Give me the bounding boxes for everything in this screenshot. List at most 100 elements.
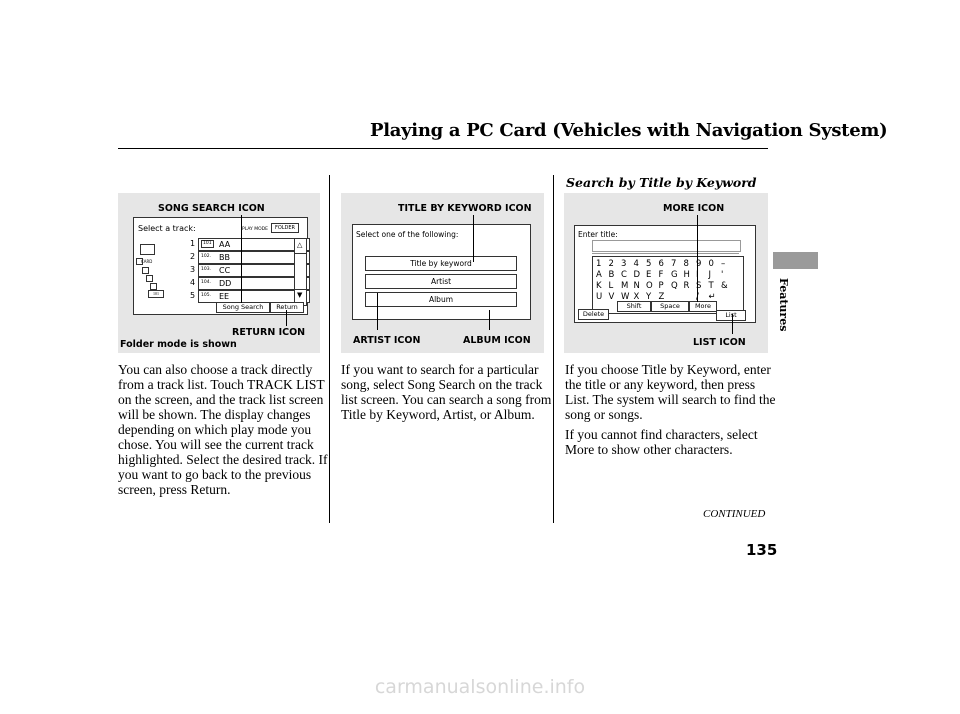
key-o[interactable]: O xyxy=(646,281,653,291)
key-h[interactable]: H xyxy=(683,270,690,280)
key-m[interactable]: M xyxy=(621,281,629,291)
key-k[interactable]: K xyxy=(596,281,602,291)
track-code: 102. xyxy=(201,254,212,259)
key-u[interactable]: U xyxy=(596,292,603,302)
keyword-entry-screen: Enter title: 1234567890–ABCDEFGHIJ'KLMNO… xyxy=(574,225,756,323)
key-t[interactable]: T xyxy=(708,281,714,291)
key-g[interactable]: G xyxy=(671,270,678,280)
song-search-screen: Select one of the following: Title by ke… xyxy=(352,224,531,320)
list-icon-label: LIST ICON xyxy=(693,337,746,348)
song-search-icon-label: SONG SEARCH ICON xyxy=(158,203,265,214)
folder-button[interactable]: FOLDER xyxy=(271,223,299,233)
title-keyword-leader xyxy=(473,215,474,262)
track-name: DD xyxy=(219,279,232,288)
folder-icon xyxy=(140,244,155,255)
key-symbol[interactable]: & xyxy=(721,281,728,291)
key-d[interactable]: D xyxy=(633,270,641,280)
return-button[interactable]: Return xyxy=(270,302,304,313)
track-name: EE xyxy=(219,292,230,301)
title-by-keyword-icon-label: TITLE BY KEYWORD ICON xyxy=(398,203,532,214)
key-3[interactable]: 3 xyxy=(621,259,627,269)
scrollbar[interactable]: △ ▼ xyxy=(294,238,307,306)
album-icon-label: ALBUM ICON xyxy=(463,335,531,346)
folder-101-icon: 101 xyxy=(148,290,164,298)
track-number: 5 xyxy=(190,291,196,300)
more-button[interactable]: More xyxy=(689,301,717,312)
key-0[interactable]: 0 xyxy=(708,259,714,269)
scroll-up-icon[interactable]: △ xyxy=(297,241,303,249)
track-number: 3 xyxy=(190,265,196,274)
key-p[interactable]: P xyxy=(658,281,664,291)
section-tab-label: Features xyxy=(776,278,790,348)
key-symbol[interactable]: – xyxy=(721,259,726,269)
key-w[interactable]: W xyxy=(621,292,630,302)
figure-track-list: SONG SEARCH ICON Select a track: PLAY MO… xyxy=(118,193,320,353)
album-button[interactable]: Album xyxy=(365,292,517,307)
key-n[interactable]: N xyxy=(633,281,640,291)
key-7[interactable]: 7 xyxy=(671,259,677,269)
track-code: 105. xyxy=(201,293,212,298)
key-e[interactable]: E xyxy=(646,270,652,280)
title-input[interactable] xyxy=(592,240,741,252)
key-f[interactable]: F xyxy=(658,270,664,280)
key-9[interactable]: 9 xyxy=(696,259,702,269)
delete-button[interactable]: Delete xyxy=(578,309,609,320)
folder-tree-icon xyxy=(142,267,149,274)
track-list-screen: Select a track: PLAY MODE FOLDER CARD 10… xyxy=(133,217,310,315)
artist-button[interactable]: Artist xyxy=(365,274,517,289)
figure-song-search: TITLE BY KEYWORD ICON Select one of the … xyxy=(341,193,544,353)
track-row[interactable]: 103. CC xyxy=(198,264,310,277)
track-name: CC xyxy=(219,266,231,275)
paragraph-track-list: You can also choose a track directly fro… xyxy=(118,362,328,497)
key-8[interactable]: 8 xyxy=(683,259,689,269)
folder-tree-icon xyxy=(146,275,153,282)
key-5[interactable]: 5 xyxy=(646,259,652,269)
return-icon-label: RETURN ICON xyxy=(232,327,306,338)
list-button[interactable]: List xyxy=(716,310,746,321)
key-a[interactable]: A xyxy=(596,270,602,280)
input-underline xyxy=(592,253,739,254)
space-button[interactable]: Space xyxy=(651,301,689,312)
track-row[interactable]: 102. BB xyxy=(198,251,310,264)
title-by-keyword-button[interactable]: Title by keyword xyxy=(365,256,517,271)
key-y[interactable]: Y xyxy=(646,292,652,302)
track-number: 2 xyxy=(190,252,196,261)
key-6[interactable]: 6 xyxy=(658,259,664,269)
track-row[interactable]: 104. DD xyxy=(198,277,310,290)
key-symbol[interactable]: ↵ xyxy=(708,292,716,302)
key-q[interactable]: Q xyxy=(671,281,678,291)
key-2[interactable]: 2 xyxy=(608,259,614,269)
key-l[interactable]: L xyxy=(608,281,614,291)
scroll-down-icon[interactable]: ▼ xyxy=(297,291,303,299)
section-subtitle: Search by Title by Keyword xyxy=(566,175,757,190)
key-symbol[interactable]: ' xyxy=(721,270,724,280)
key-b[interactable]: B xyxy=(608,270,615,280)
paragraph-song-search: If you want to search for a particular s… xyxy=(341,362,552,422)
paragraph-keyword-list: If you choose Title by Keyword, enter th… xyxy=(565,362,776,422)
section-tab-text: Features xyxy=(777,278,790,332)
key-r[interactable]: R xyxy=(683,281,690,291)
key-1[interactable]: 1 xyxy=(596,259,602,269)
scroll-divider xyxy=(295,289,306,290)
column-divider-left xyxy=(329,175,330,523)
paragraph-more-characters: If you cannot find characters, select Mo… xyxy=(565,427,758,457)
key-z[interactable]: Z xyxy=(658,292,665,302)
more-icon-label: MORE ICON xyxy=(663,203,725,214)
track-code: 104. xyxy=(201,280,212,285)
key-v[interactable]: V xyxy=(608,292,615,302)
shift-button[interactable]: Shift xyxy=(617,301,651,312)
key-c[interactable]: C xyxy=(621,270,627,280)
track-name: AA xyxy=(219,240,231,249)
key-j[interactable]: J xyxy=(708,270,712,280)
key-4[interactable]: 4 xyxy=(633,259,639,269)
track-row[interactable]: 101 AA xyxy=(198,238,310,251)
column-divider-right xyxy=(553,175,554,523)
key-s[interactable]: S xyxy=(696,281,702,291)
section-tab-marker xyxy=(773,252,818,269)
track-number: 4 xyxy=(190,278,196,287)
song-search-button[interactable]: Song Search xyxy=(216,302,270,313)
key-x[interactable]: X xyxy=(633,292,640,302)
play-mode-label: PLAY MODE xyxy=(242,227,268,232)
artist-icon-label: ARTIST ICON xyxy=(353,335,421,346)
artist-leader xyxy=(377,293,378,330)
